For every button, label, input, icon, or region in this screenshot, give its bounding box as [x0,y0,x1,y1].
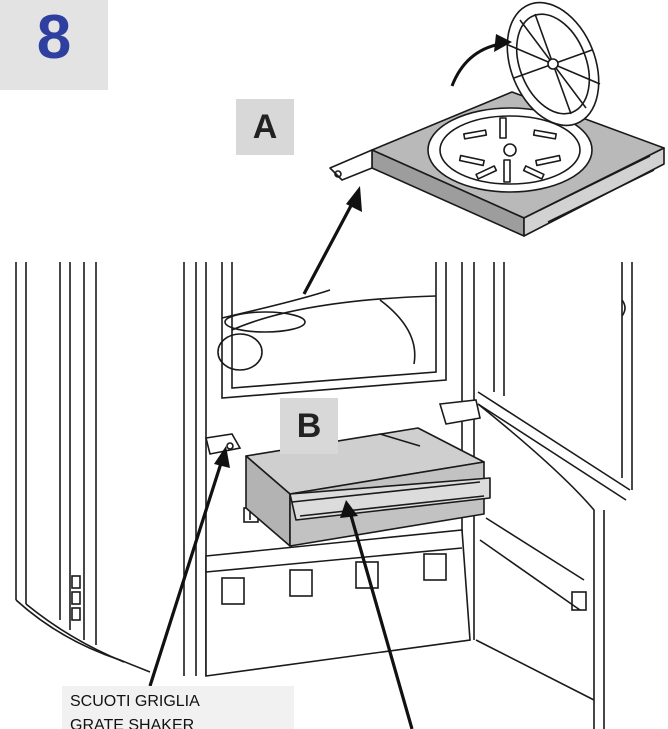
label-b: B [280,398,338,454]
step-badge: 8 [0,0,108,90]
step-number: 8 [36,3,72,72]
caption-italian: SCUOTI GRIGLIA [70,693,200,710]
rotate-arrow [450,34,512,87]
stove-body [15,262,481,677]
label-a: A [236,99,294,155]
ash-drawer-b [245,427,491,547]
open-door [475,262,633,729]
rotating-disc [505,1,601,127]
grate-shaker-caption: SCUOTI GRIGLIA GRATE SHAKER [62,686,294,729]
grate-plate-a [329,91,665,237]
pointer-arrows [148,186,414,729]
caption-english: GRATE SHAKER [70,717,195,729]
